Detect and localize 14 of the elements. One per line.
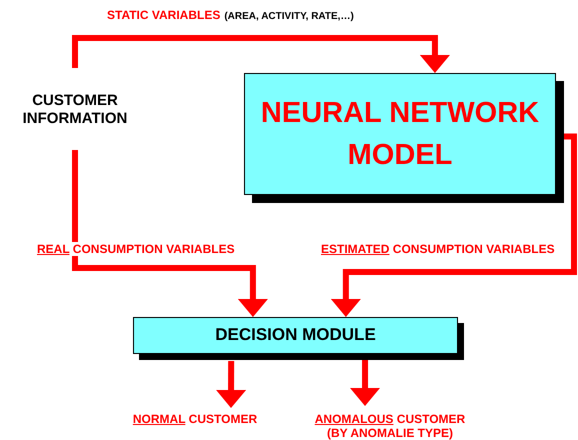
arrow	[72, 150, 268, 317]
edge-label: STATIC VARIABLES	[106, 8, 222, 22]
node-label: ANOMALOUS CUSTOMER (BY ANOMALIE TYPE)	[305, 412, 475, 440]
box-title: DECISION MODULE	[215, 324, 376, 346]
arrow	[330, 133, 577, 317]
node-label: NORMAL CUSTOMER	[115, 412, 275, 428]
arrow	[72, 35, 450, 73]
note-text: (AREA, ACTIVITY, RATE,…)	[224, 11, 354, 22]
edge-label: REAL CONSUMPTION VARIABLES	[36, 242, 236, 256]
edge-label: ESTIMATED CONSUMPTION VARIABLES	[320, 242, 556, 256]
arrow	[216, 360, 246, 408]
node-label: CUSTOMER INFORMATION	[10, 92, 140, 136]
arrow	[350, 358, 380, 406]
box-title: NEURAL NETWORK MODEL	[260, 96, 540, 173]
